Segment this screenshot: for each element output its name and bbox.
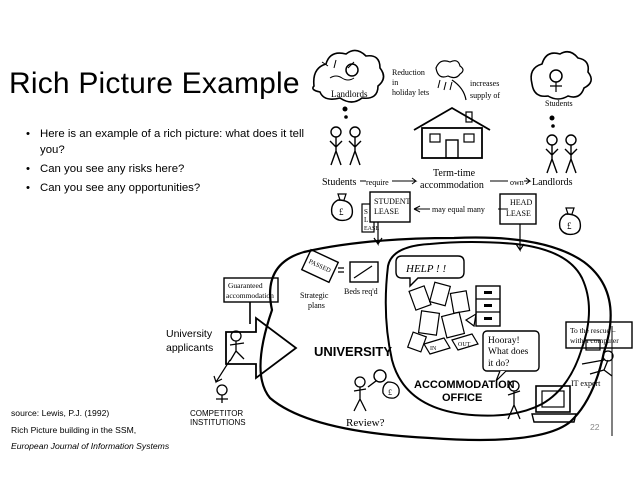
hooray-label: it do? [488,359,509,369]
require-label: require [366,178,389,187]
students-top-label: Students [545,99,573,108]
increases-label: increases [470,79,499,88]
help-speech-bubble: HELP ! ! [395,255,465,288]
svg-text:S: S [364,208,368,216]
page-number: 22 [590,422,600,432]
rescue-label: To the rescue – [570,326,616,335]
bullet-item: Here is an example of a rich picture: wh… [22,126,322,158]
source-citation: source: Lewis, P.J. (1992) Rich Picture … [11,405,169,455]
landlords-right-label: Landlords [532,177,573,188]
university-boundary [259,236,612,442]
magnifier-icon [373,369,387,383]
help-label: HELP ! ! [405,263,446,275]
applicants-arrow [225,316,298,380]
money-bag-icon: £ [330,193,354,222]
reduction-holiday-lets: Reduction in holiday lets increases supp… [392,60,500,101]
beds-reqd-label: Beds req'd [344,287,378,296]
bullet-list: Here is an example of a rich picture: wh… [22,126,322,199]
svg-text:L: L [364,216,368,224]
strategic-plans-label: Strategic [300,291,329,300]
competitor-figure [216,384,228,403]
own-label: own [510,178,524,187]
reduction-label: in [392,78,398,87]
guaranteed-accommodation-sign: Guaranteed accommodation [223,277,279,324]
sun-icon [345,63,359,77]
passed-label: PASSED [307,258,332,274]
may-equal-many-label: may equal many [432,205,485,214]
reviewer-figure [353,369,387,412]
head-lease-document: HEAD LEASE [499,193,537,225]
reduction-label: holiday lets [392,88,429,97]
head-lease-label: LEASE [506,209,531,218]
head-lease-label: HEAD [510,198,532,207]
chart-icon [349,261,379,283]
applicant-figure [229,330,245,362]
accommodation-office-label: ACCOMMODATION [414,379,515,391]
applicants-label: applicants [166,342,213,354]
rescue-box: To the rescue – with a computer [565,321,633,349]
applicants-label: University [166,328,213,340]
student-lease-label: LEASE [374,207,399,216]
accommodation-office-boundary [384,241,590,417]
pound-label: £ [567,221,572,231]
landlords-figures [545,134,578,174]
money-bag-icon: £ [382,381,400,399]
rain-cloud-icon [435,60,464,79]
source-line: source: Lewis, P.J. (1992) [11,408,110,418]
guaranteed-label: accommodation [226,291,274,300]
filing-cabinet-icon [475,285,501,327]
landlords-thought-cloud: Landlords [312,49,385,119]
bullet-item: Can you see any opportunities? [22,180,322,196]
strategic-plans-label: plans [308,301,325,310]
landlords-left-label: Landlords [331,89,368,99]
term-time-label: Term-time [433,168,476,179]
student-lease-label: STUDENT [374,197,411,206]
student-lease-document: S L EASE STUDENT LEASE [361,191,411,233]
students-left-label: Students [322,177,357,188]
svg-text:IN: IN [430,346,437,352]
source-journal: European Journal of Information Systems [11,441,170,451]
office-worker-figure [507,380,521,420]
accommodation-office-label: OFFICE [442,392,482,404]
hooray-label: What does [488,347,529,357]
pound-label: £ [339,207,344,217]
guaranteed-label: Guaranteed [228,281,263,290]
bullet-item: Can you see any risks here? [22,161,322,177]
competitor-label: COMPETITOR [190,409,243,418]
strategic-plans-icon: PASSED Strategic plans Beds req'd [300,248,379,310]
house-icon: Term-time accommodation [413,106,491,191]
reduction-label: Reduction [392,68,425,77]
hooray-label: Hooray! [488,336,520,346]
students-thought-cloud: Students [530,50,592,128]
it-expert-figure [581,339,614,377]
hooray-speech-bubble: Hooray! What does it do? [482,330,540,382]
students-figures [329,126,362,166]
review-label: Review? [346,417,385,429]
increases-label: supply of [470,91,500,100]
source-line: Rich Picture building in the SSM, [11,424,137,435]
it-expert-label: IT expert [571,379,601,388]
university-label: UNIVERSITY [314,344,392,359]
svg-text:EASE: EASE [364,226,379,232]
in-out-trays: IN OUT [423,333,479,355]
competitor-label: INSTITUTIONS [190,418,246,427]
svg-text:OUT: OUT [458,342,471,348]
computer-terminal-icon [531,385,577,423]
term-time-label: accommodation [420,180,484,191]
computer-icon [585,339,601,351]
svg-text:£: £ [388,388,392,397]
slide-title: Rich Picture Example [9,67,300,100]
money-bag-icon: £ [558,207,582,236]
